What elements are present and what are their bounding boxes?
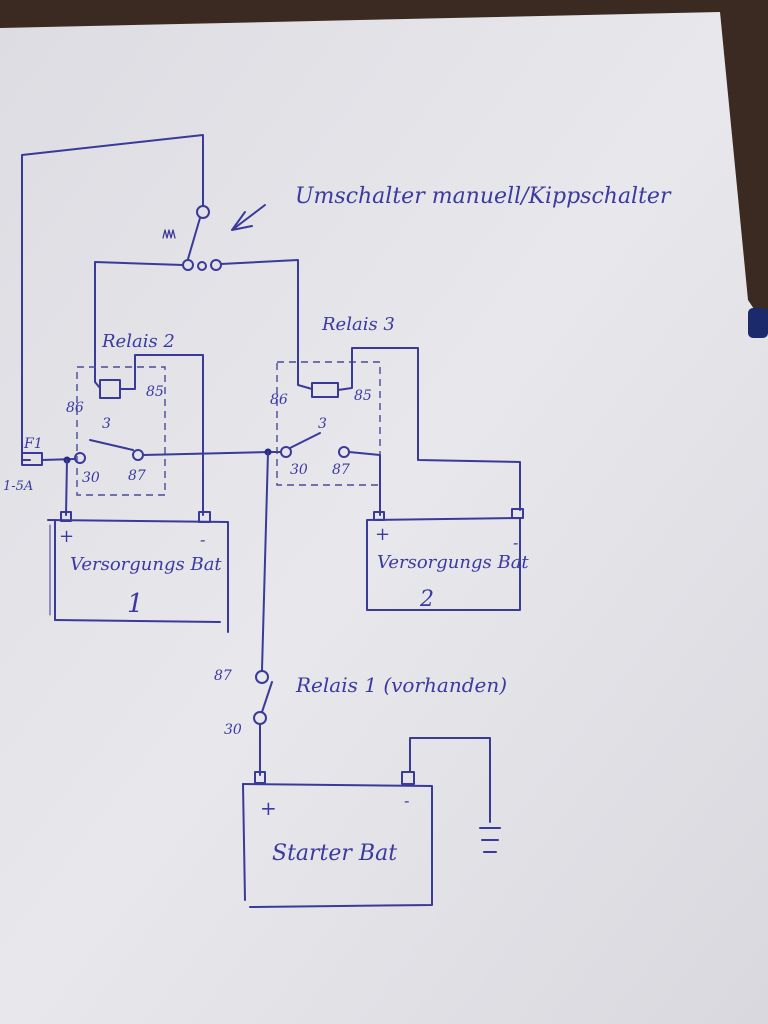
relais-2-pin-30: 30 [82, 470, 100, 486]
relais-3 [276, 347, 521, 516]
relais-2-pin-85: 85 [146, 384, 164, 400]
starter-minus: - [404, 791, 409, 810]
starter-plus: + [260, 796, 277, 820]
relais-3-coil-number: 3 [318, 416, 327, 432]
battery-1-plus: + [59, 526, 74, 547]
relais-2-label: Relais 2 [101, 331, 175, 352]
switch-note: Umschalter manuell/Kippschalter [295, 184, 672, 209]
arrow-icon [231, 204, 266, 231]
toggle-switch-wiring [21, 134, 313, 456]
battery-1-number: 1 [127, 589, 144, 619]
battery-2-plus: + [375, 524, 390, 545]
relais-2-pin-86: 86 [66, 400, 84, 416]
battery-1-label: Versorgungs Bat [70, 554, 222, 575]
ground-icon [479, 827, 501, 853]
fuse-rating: 1-5A [3, 479, 33, 494]
starter-label: Starter Bat [272, 841, 397, 866]
battery-1-minus: - [200, 530, 205, 549]
relais-3-label: Relais 3 [321, 314, 395, 335]
relais-2-pin-87: 87 [128, 468, 146, 484]
switch-symbol-icon [162, 229, 176, 239]
relais-3-pin-87: 87 [332, 462, 350, 478]
relais-1 [253, 451, 273, 776]
battery-2 [366, 508, 524, 611]
relais-1-label: Relais 1 (vorhanden) [295, 673, 507, 697]
battery-2-number: 2 [419, 587, 434, 612]
relais-3-pin-86: 86 [270, 392, 288, 408]
battery-2-minus: - [513, 533, 518, 552]
relais-2-coil-number: 3 [102, 416, 111, 432]
relais-1-pin-87: 87 [214, 668, 232, 684]
fuse-label: F1 [23, 436, 43, 452]
battery-1 [47, 511, 229, 633]
pen-cap [748, 308, 768, 338]
relais-1-pin-30: 30 [224, 722, 242, 738]
starter-battery [242, 737, 501, 908]
battery-2-label: Versorgungs Bat [377, 552, 529, 573]
relais-3-pin-85: 85 [354, 388, 372, 404]
fuse-f1 [21, 452, 76, 516]
relais-3-pin-30: 30 [290, 462, 308, 478]
